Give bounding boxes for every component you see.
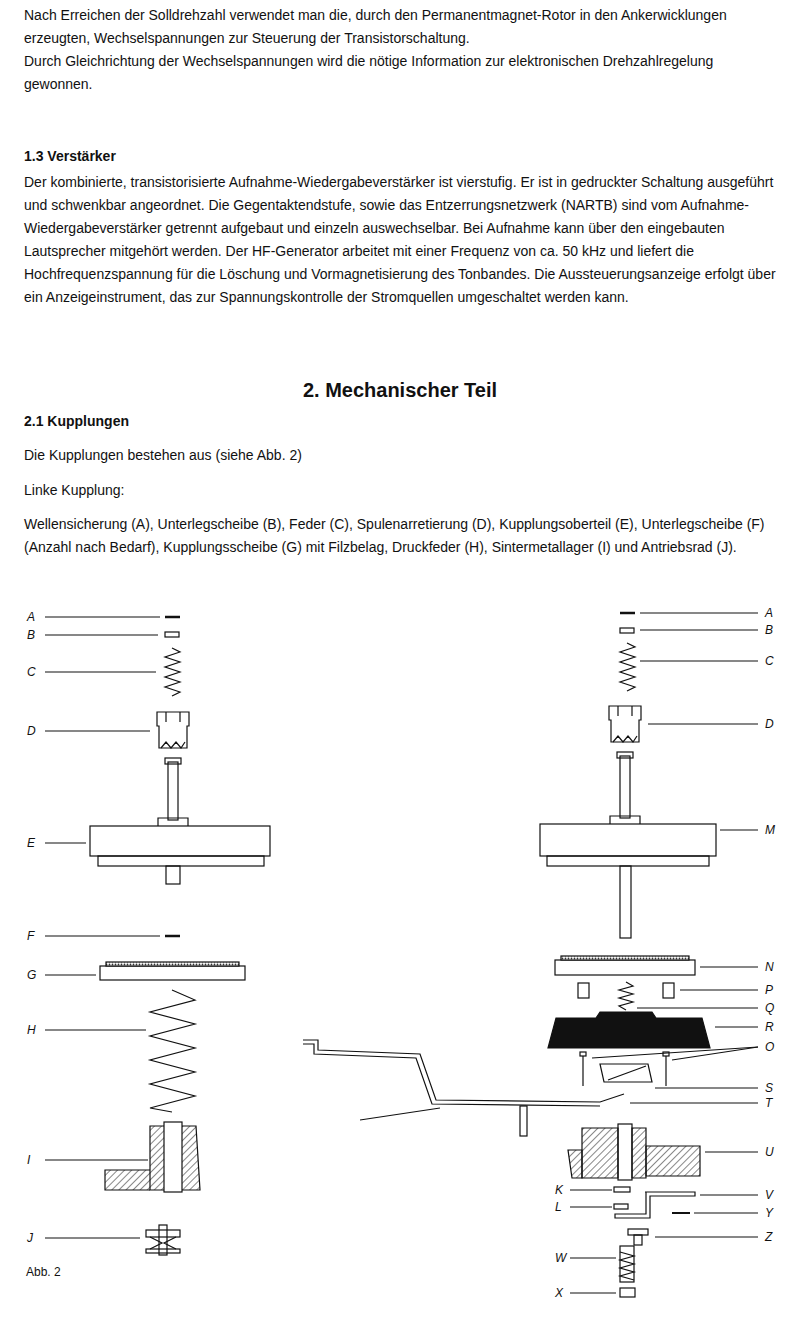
callout-letter: P (765, 982, 773, 998)
callout-letter: L (555, 1199, 562, 1215)
callout-letter: I (27, 1152, 30, 1168)
section-heading: 1.3 Verstärker (24, 145, 424, 168)
callout-letter: O (765, 1039, 774, 1055)
callout-letter: V (765, 1187, 773, 1203)
callout-letter: B (765, 622, 773, 638)
body-paragraph: Wellensicherung (A), Unterlegscheibe (B)… (24, 513, 776, 559)
body-paragraph: Der kombinierte, transistorisierte Aufna… (24, 171, 776, 309)
callout-letter: X (555, 1285, 563, 1301)
callout-letter: N (765, 959, 774, 975)
callout-letter: Y (765, 1205, 773, 1221)
callout-letter: W (555, 1250, 566, 1266)
section-heading: 2.1 Kupplungen (24, 410, 424, 433)
callout-letter: D (765, 716, 774, 732)
callout-letter: G (27, 967, 36, 983)
callout-letter: M (765, 822, 775, 838)
callout-letter: A (765, 605, 773, 621)
callout-letter: F (27, 928, 34, 944)
callout-letter: D (27, 723, 36, 739)
callout-letter: R (765, 1019, 774, 1035)
callout-letter: H (27, 1022, 36, 1038)
figure-caption: Abb. 2 (26, 1264, 106, 1280)
callout-letter: T (765, 1095, 772, 1111)
callout-letter: U (765, 1144, 774, 1160)
callout-letter: C (27, 664, 36, 680)
body-paragraph: Linke Kupplung: (24, 479, 424, 502)
body-paragraph: Durch Gleichrichtung der Wechselspannung… (24, 50, 776, 96)
callout-letter: C (765, 653, 774, 669)
callout-letter: K (555, 1182, 563, 1198)
callout-letter: E (27, 835, 35, 851)
body-paragraph: Die Kupplungen bestehen aus (siehe Abb. … (24, 444, 624, 467)
callout-letter: S (765, 1080, 773, 1096)
callout-letter: A (27, 609, 35, 625)
callout-letter: Q (765, 1000, 774, 1016)
callout-letter: Z (765, 1229, 772, 1245)
body-paragraph: Nach Erreichen der Solldrehzahl verwende… (24, 4, 776, 50)
callout-letter: J (27, 1230, 33, 1246)
page-heading: 2. Mechanischer Teil (100, 376, 700, 404)
callout-letter: B (27, 627, 35, 643)
